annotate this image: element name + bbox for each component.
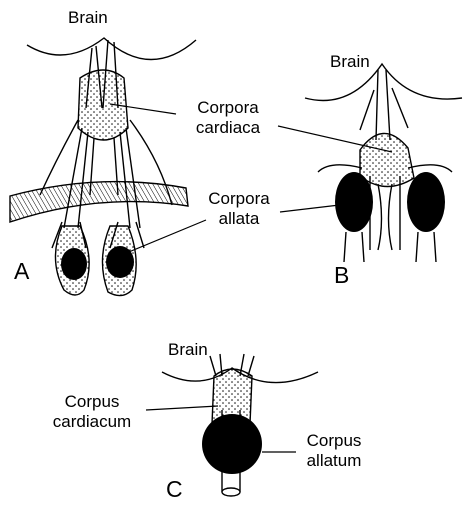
panel-b-letter: B: [334, 262, 349, 288]
corpora-allata-label: Corpora allata: [196, 189, 282, 229]
panel-b-corpus-allatum-left: [335, 172, 373, 232]
corpora-cardiaca-label: Corpora cardiaca: [174, 98, 282, 138]
panel-c-corpus-allatum: [202, 414, 262, 474]
panel-a-brain-label: Brain: [68, 8, 108, 28]
panel-b-corpus-allatum-right: [407, 172, 445, 232]
panel-b: [305, 64, 462, 262]
panel-c: [162, 354, 318, 496]
panel-b-brain-label: Brain: [330, 52, 370, 72]
panel-a-gut: [10, 182, 188, 222]
panel-a-brain-outline: [27, 38, 196, 60]
panel-a: [10, 38, 196, 296]
panel-a-letter: A: [14, 258, 29, 284]
panel-b-brain-outline: [305, 64, 462, 100]
panel-c-letter: C: [166, 476, 183, 502]
corpus-cardiacum-label: Corpus cardiacum: [34, 392, 150, 432]
panel-c-brain-label: Brain: [168, 340, 208, 360]
corpus-allatum-label: Corpus allatum: [292, 431, 376, 471]
panel-b-corpora-cardiaca: [360, 133, 414, 186]
